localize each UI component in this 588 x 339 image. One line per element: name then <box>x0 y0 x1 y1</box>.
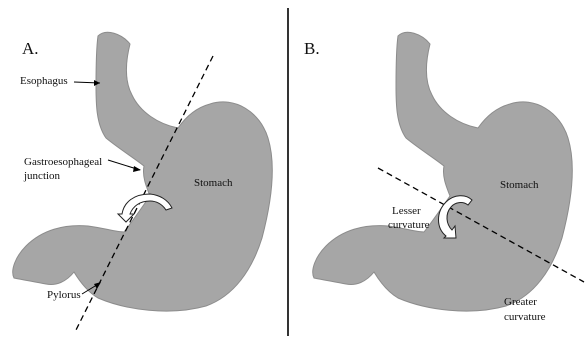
greater-curvature-label-line2: curvature <box>504 311 546 323</box>
stomach-label-a: Stomach <box>194 177 233 189</box>
panel-letter-a: A. <box>22 39 39 58</box>
panel-b: B. Stomach Lesser curvature Greater curv… <box>304 32 584 323</box>
panel-a: A. Esophagus Gastroesophageal junction S… <box>13 32 273 330</box>
greater-curvature-label-line1: Greater <box>504 296 537 308</box>
pylorus-label: Pylorus <box>47 289 81 301</box>
ge-junction-label-line1: Gastroesophageal <box>24 156 102 168</box>
ge-junction-label-line2: junction <box>23 170 61 182</box>
lesser-curvature-label-line2: curvature <box>388 219 430 231</box>
stomach-shape-b <box>313 32 573 311</box>
stomach-label-b: Stomach <box>500 179 539 191</box>
esophagus-label: Esophagus <box>20 75 68 87</box>
lesser-curvature-label-line1: Lesser <box>392 205 421 217</box>
ge-junction-arrowhead-icon <box>133 166 141 172</box>
panel-letter-b: B. <box>304 39 320 58</box>
